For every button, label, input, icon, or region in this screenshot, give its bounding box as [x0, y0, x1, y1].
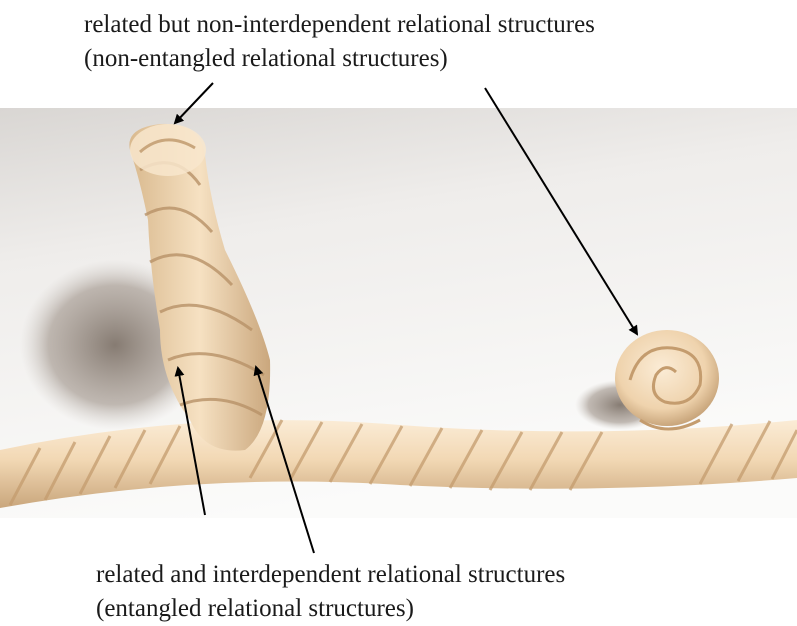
annotation-bottom: related and interdependent relational st…: [96, 558, 565, 626]
annotation-bottom-line2: (entangled relational structures): [96, 592, 565, 626]
annotation-top-line1: related but non-interdependent relationa…: [84, 8, 595, 42]
annotation-top-line2: (non-entangled relational structures): [84, 42, 595, 76]
annotation-top: related but non-interdependent relationa…: [84, 8, 595, 76]
annotation-bottom-line1: related and interdependent relational st…: [96, 558, 565, 592]
